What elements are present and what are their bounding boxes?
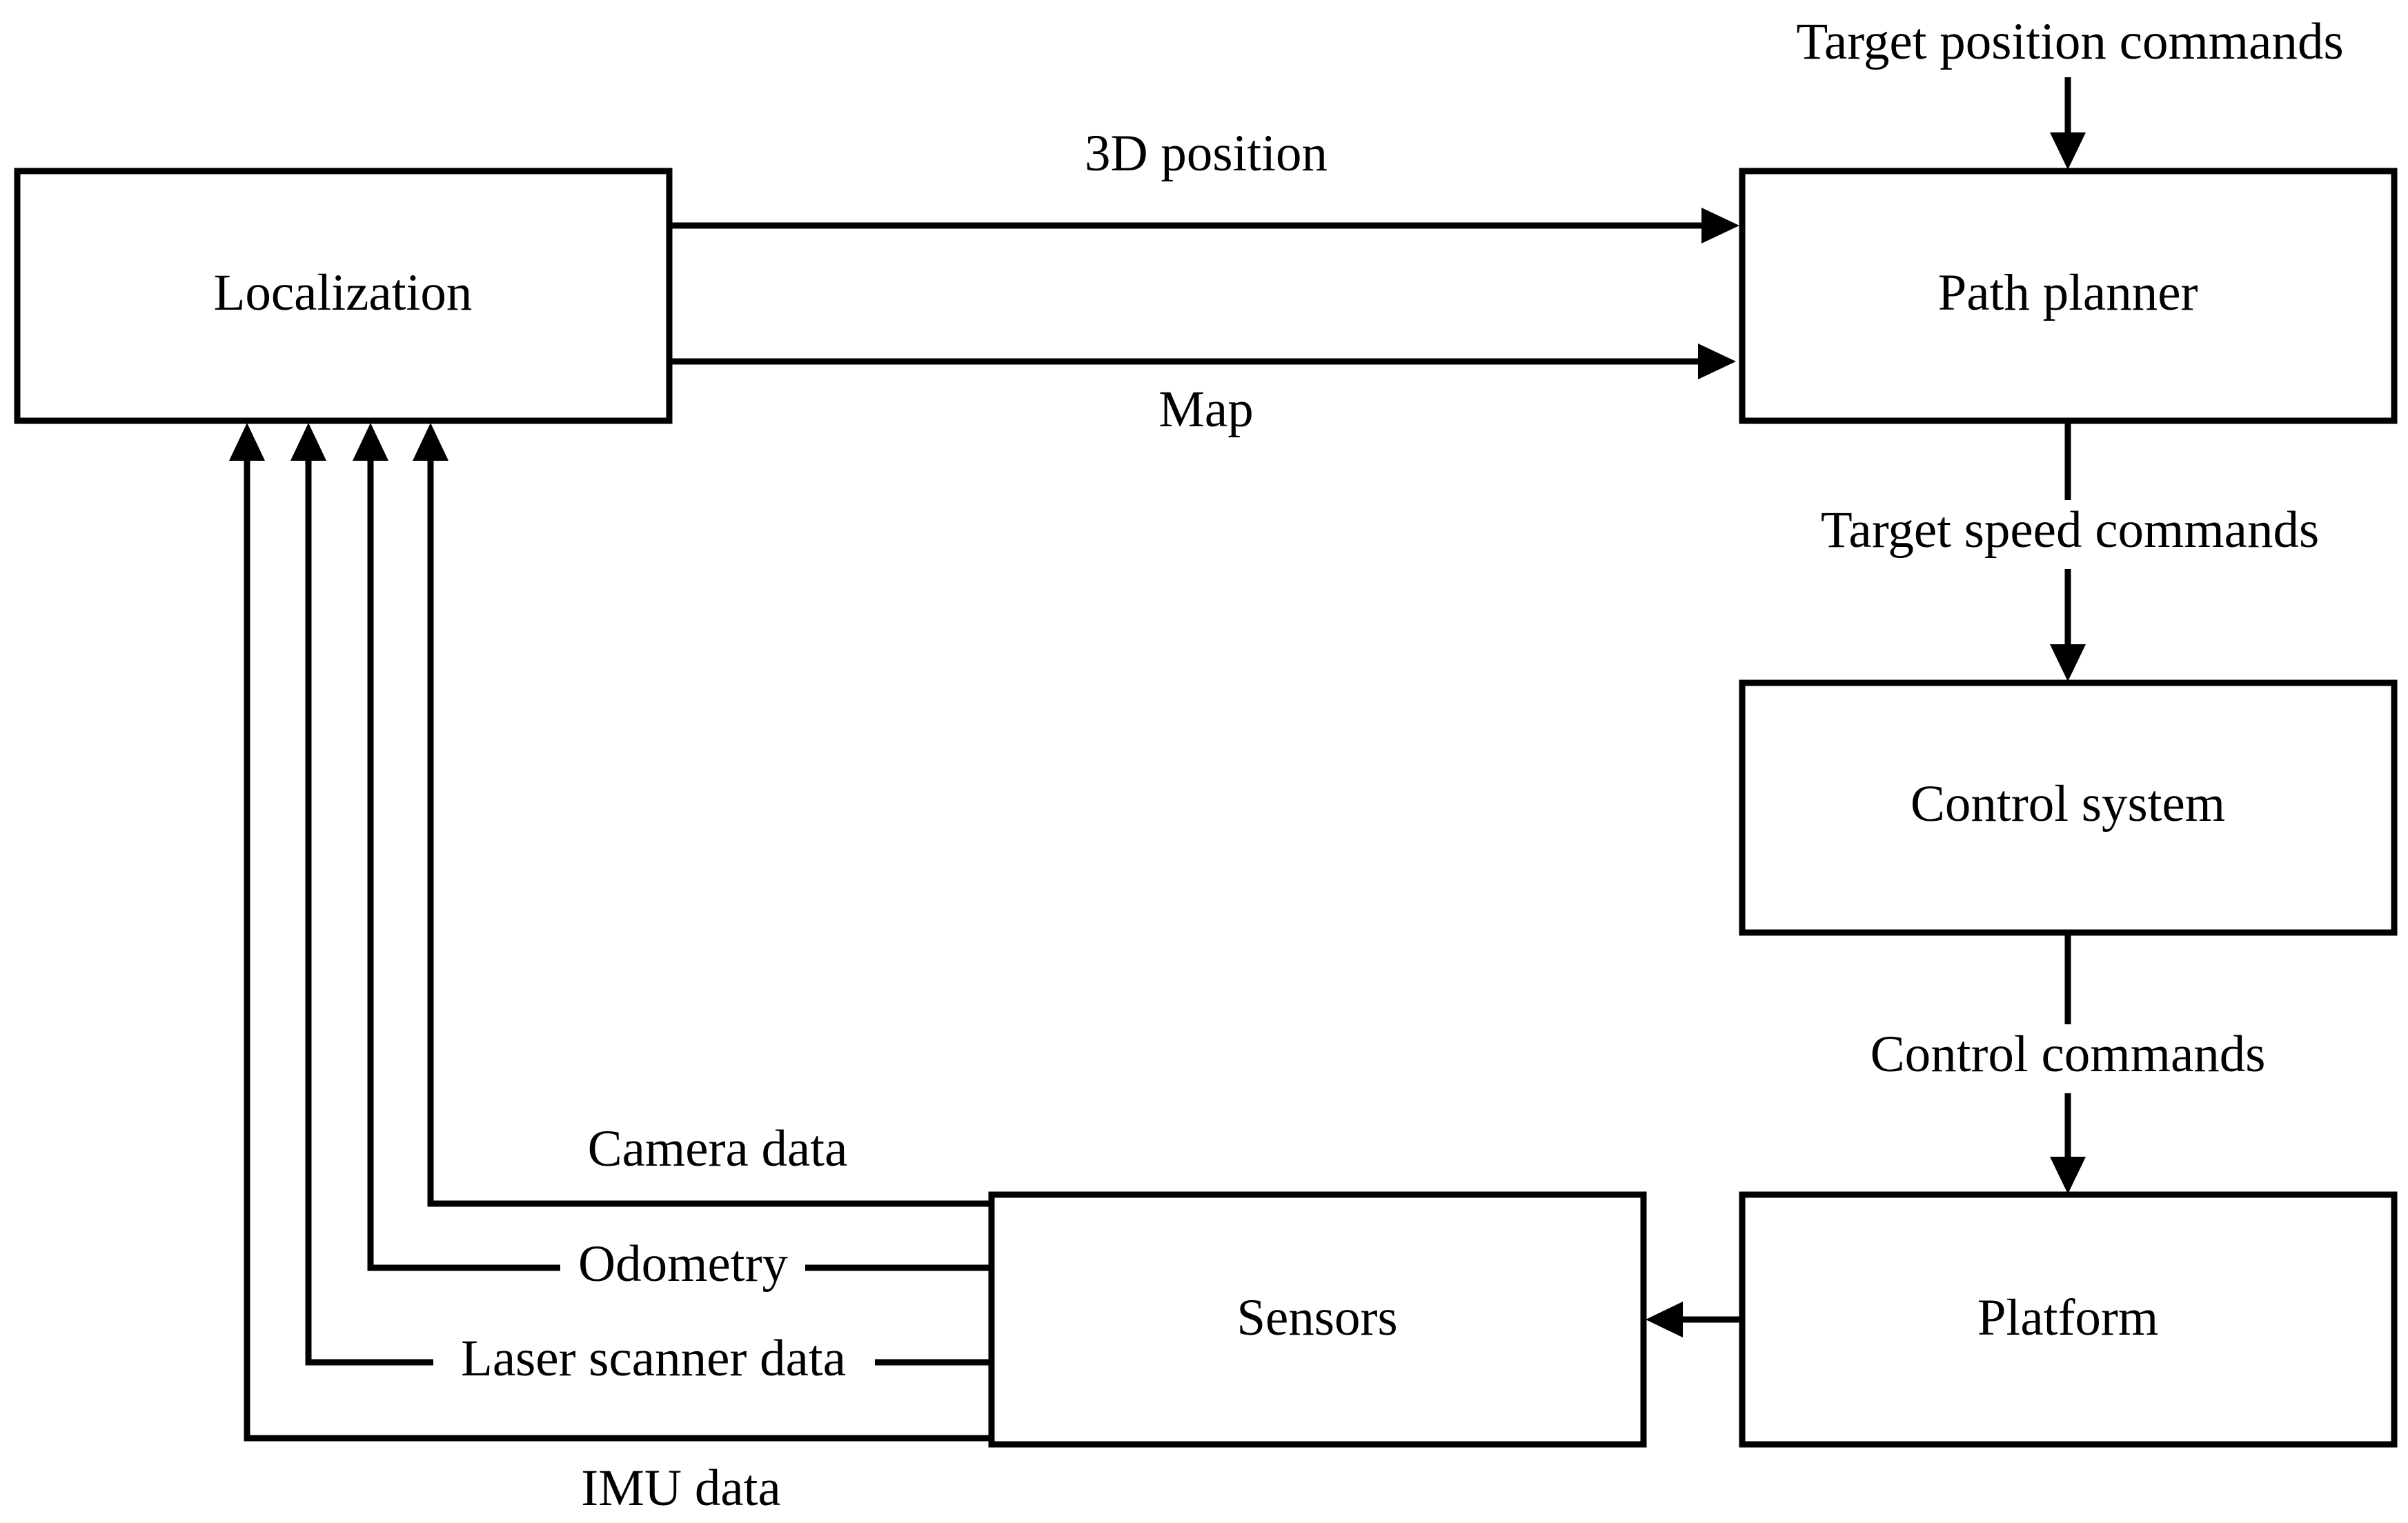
sensors-block: Sensors [988, 1191, 1647, 1448]
platform-block: Platform [1739, 1191, 2398, 1448]
odometry-label: Odometry [578, 1235, 789, 1293]
laser-scanner-label: Laser scanner data [461, 1330, 846, 1387]
target-position-arrow [2050, 77, 2086, 170]
control-system-label: Control system [1911, 775, 2225, 833]
imu-data-label: IMU data [581, 1460, 781, 1517]
platform-to-sensors-arrow [1646, 1302, 1742, 1337]
map-arrow [669, 344, 1736, 379]
target-speed-label: Target speed commands [1821, 501, 2319, 559]
imu-data-arrow [229, 423, 991, 1442]
laser-scanner-arrow [290, 423, 991, 1366]
map-label: Map [1158, 381, 1253, 438]
control-commands-label: Control commands [1871, 1026, 2266, 1083]
platform-label: Platform [1977, 1289, 2158, 1346]
localization-block: Localization [14, 168, 673, 424]
localization-label: Localization [214, 264, 473, 321]
path-planner-label: Path planner [1938, 264, 2198, 321]
camera-data-label: Camera data [588, 1120, 848, 1177]
position-3d-label: 3D position [1085, 125, 1328, 182]
control-system-block: Control system [1739, 679, 2398, 936]
path-planner-block: Path planner [1739, 168, 2398, 424]
position-3d-arrow [669, 208, 1739, 243]
camera-data-arrow [413, 423, 991, 1207]
sensors-label: Sensors [1236, 1289, 1397, 1346]
target-position-label: Target position commands [1796, 13, 2343, 70]
